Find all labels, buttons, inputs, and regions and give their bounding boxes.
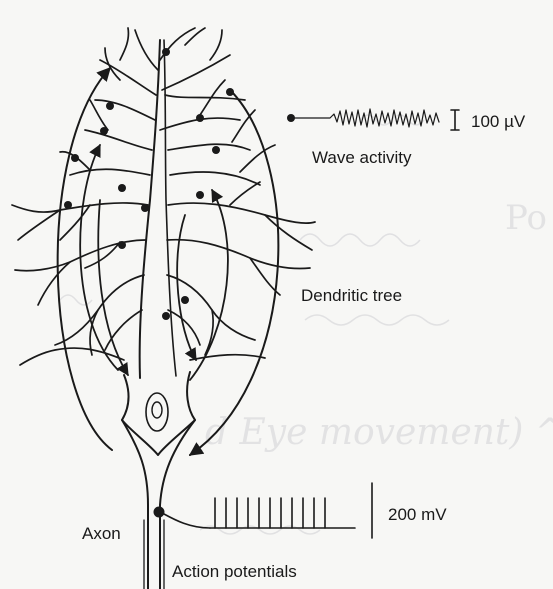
apical-trunk-right xyxy=(164,40,176,376)
wave-scale-label: 100 µV xyxy=(471,112,525,132)
wave-activity-label: Wave activity xyxy=(312,148,412,168)
dendritic-tree-label: Dendritic tree xyxy=(301,286,402,306)
recording-electrode-axon xyxy=(154,507,164,517)
axon-wire xyxy=(164,514,210,528)
spike-scale-label: 200 mV xyxy=(388,505,447,525)
inner-loop-right xyxy=(190,190,228,380)
axon-hillock-right xyxy=(160,420,195,505)
recording-electrode-surface xyxy=(287,114,295,122)
axon-label: Axon xyxy=(82,524,121,544)
inner-arrow-right xyxy=(177,215,196,360)
nucleus-outer xyxy=(146,393,168,431)
nucleus-inner xyxy=(152,402,162,418)
synaptic-boutons xyxy=(64,48,234,320)
soma xyxy=(122,372,195,455)
background-scribbles xyxy=(60,115,449,534)
action-potentials-label: Action potentials xyxy=(172,562,297,582)
spikes xyxy=(215,498,325,528)
wave-scale-bar xyxy=(451,110,459,130)
